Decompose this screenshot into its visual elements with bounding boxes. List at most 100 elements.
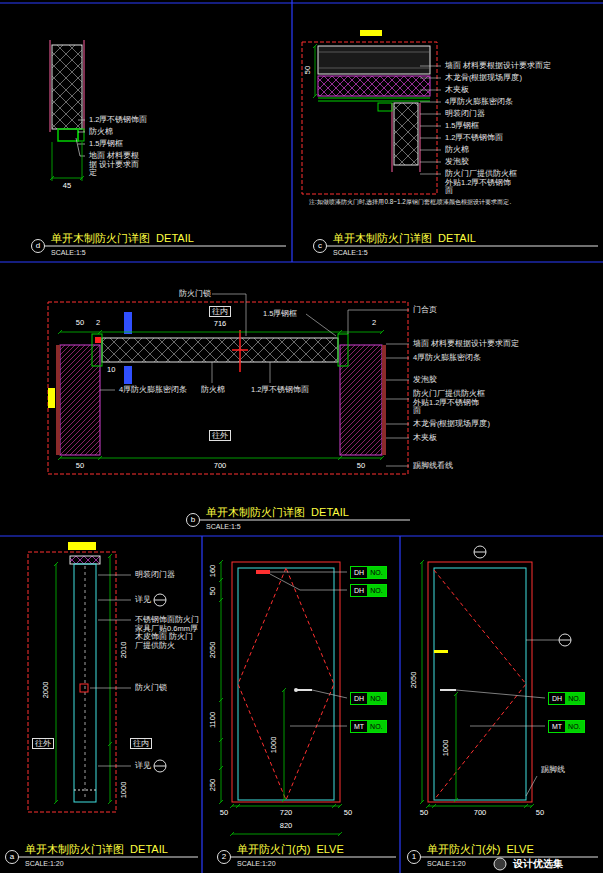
frame-section <box>52 45 82 129</box>
annotation-label: 4厚防火膨胀密闭条 <box>412 354 482 363</box>
dimension-text: 2 <box>95 319 101 328</box>
annotation-label: 木龙骨(根据现场厚度) <box>412 420 491 429</box>
annotation-label: 踢脚线 <box>540 766 566 775</box>
title-marker: d <box>31 239 45 253</box>
section-marker <box>154 600 166 601</box>
scale-text: SCALE:1:5 <box>205 523 242 531</box>
tag-code: c <box>318 242 322 250</box>
dimension-text: 45 <box>62 182 72 191</box>
door-tag: DHNO. <box>350 692 387 705</box>
frame-plan-section <box>360 30 382 36</box>
door-elevation-inside <box>296 689 312 691</box>
door-tag: DHNO. <box>548 692 585 705</box>
panel-frame <box>399 536 400 873</box>
title-underline <box>407 857 598 858</box>
annotation-label: 4厚防火膨胀密闭条 <box>444 98 514 107</box>
frame-plan-section <box>318 52 430 68</box>
detail-title: 单开防火门(外) ELVE <box>426 843 535 856</box>
door-plan-section <box>92 334 102 366</box>
frame-plan-section <box>302 42 437 194</box>
tag-number: NO. <box>367 567 385 578</box>
dimension-text: 700 <box>213 462 228 471</box>
leader-line <box>100 294 409 466</box>
frame-section <box>50 40 84 141</box>
annotation-label: 1.2厚不锈钢饰面 <box>444 134 504 143</box>
door-tag: DHNO. <box>350 566 387 579</box>
detail-title: 单开木制防火门详图 DETAIL <box>332 232 477 245</box>
door-plan-section <box>102 338 338 362</box>
tag-number: NO. <box>367 693 385 704</box>
annotation-label: 1.2厚不锈钢饰面 <box>88 116 148 125</box>
tag-number: NO. <box>565 693 583 704</box>
panel-frame <box>0 261 603 262</box>
annotation-label: 详见 <box>134 596 152 605</box>
title-underline <box>217 857 396 858</box>
title-underline <box>186 520 410 521</box>
dimension-text: 2000 <box>42 681 51 700</box>
leader-line <box>76 120 85 156</box>
dimension-line <box>420 560 534 808</box>
door-vertical-section <box>85 566 86 800</box>
door-elevation-inside <box>294 688 298 692</box>
panel-frame <box>0 535 603 536</box>
title-underline <box>5 246 598 857</box>
annotation-label: 墙面 材料要根据设计要求而定 <box>444 62 552 71</box>
dimension-line <box>50 142 84 181</box>
frame-plan-section <box>302 30 437 194</box>
tag-code: MT <box>549 721 565 732</box>
tag-code: 1 <box>412 853 416 861</box>
dimension-line <box>313 44 317 98</box>
title-underline <box>5 857 198 858</box>
annotation-label: 门合页 <box>412 306 438 315</box>
frame-section <box>58 129 78 141</box>
annotation-label: 防火门厂提供防火框 外贴1.2厚不锈钢饰面 <box>412 390 488 416</box>
frame-plan-section <box>378 103 392 111</box>
door-elevation-outside <box>440 689 456 691</box>
title-marker: c <box>313 239 327 253</box>
door-plan-section <box>48 302 408 474</box>
dimension-text: 50 <box>304 65 313 75</box>
dimension-text: 2 <box>371 319 377 328</box>
annotation-label: 防火门厂提供防火框 外贴1.2厚不锈钢饰面 <box>444 170 520 196</box>
door-elevation-inside <box>232 562 340 802</box>
door-elevation-inside <box>256 570 270 574</box>
dimension-text: 50 <box>209 586 218 596</box>
dimension-line <box>219 560 342 836</box>
door-vertical-section <box>80 684 88 692</box>
door-plan-section <box>56 345 60 455</box>
leader-line <box>270 572 347 726</box>
tag-code: DH <box>351 567 367 578</box>
door-plan-section <box>95 337 101 343</box>
door-elevation-inside <box>238 568 334 800</box>
section-marker <box>474 552 486 553</box>
annotation-label: 木龙骨(根据现场厚度) <box>444 74 523 83</box>
detail-title: 单开木制防火门详图 DETAIL <box>205 506 350 519</box>
annotation-label: 木夹板 <box>444 86 470 95</box>
dimension-text: 50 <box>75 319 85 328</box>
door-tag: MTNO. <box>548 720 585 733</box>
annotation-label: 地面 材料要根据 设计要求而定 <box>88 152 148 178</box>
annotation-label: 明装闭门器 <box>444 110 486 119</box>
dimension-text: 716 <box>213 320 228 329</box>
tag-code: a <box>10 853 14 861</box>
annotation-label: 防火棉 <box>444 146 470 155</box>
door-tag: MTNO. <box>350 720 387 733</box>
annotation-label: 1.2厚不锈钢饰面 <box>250 386 310 395</box>
door-plan-section <box>124 366 132 384</box>
frame-plan-section <box>318 76 430 96</box>
dimension-text: 250 <box>209 778 218 793</box>
door-plan-section <box>48 388 55 408</box>
dimension-line <box>58 330 384 460</box>
dimension-text: 720 <box>279 809 294 818</box>
dimension-text: 50 <box>356 462 366 471</box>
leader-line <box>420 66 441 174</box>
section-marker <box>154 594 166 606</box>
dimension-text: 1100 <box>209 711 218 729</box>
dimension-text: 700 <box>473 809 488 818</box>
tag-code: d <box>36 242 40 250</box>
panel-frame <box>201 536 202 873</box>
scale-text: SCALE:1:20 <box>426 860 467 868</box>
scale-text: SCALE:1:20 <box>236 860 277 868</box>
annotation-label: 不锈钢饰面防火门 家具厂贴0.6mm厚 木皮饰面 防火门厂提供防火 <box>134 616 200 651</box>
